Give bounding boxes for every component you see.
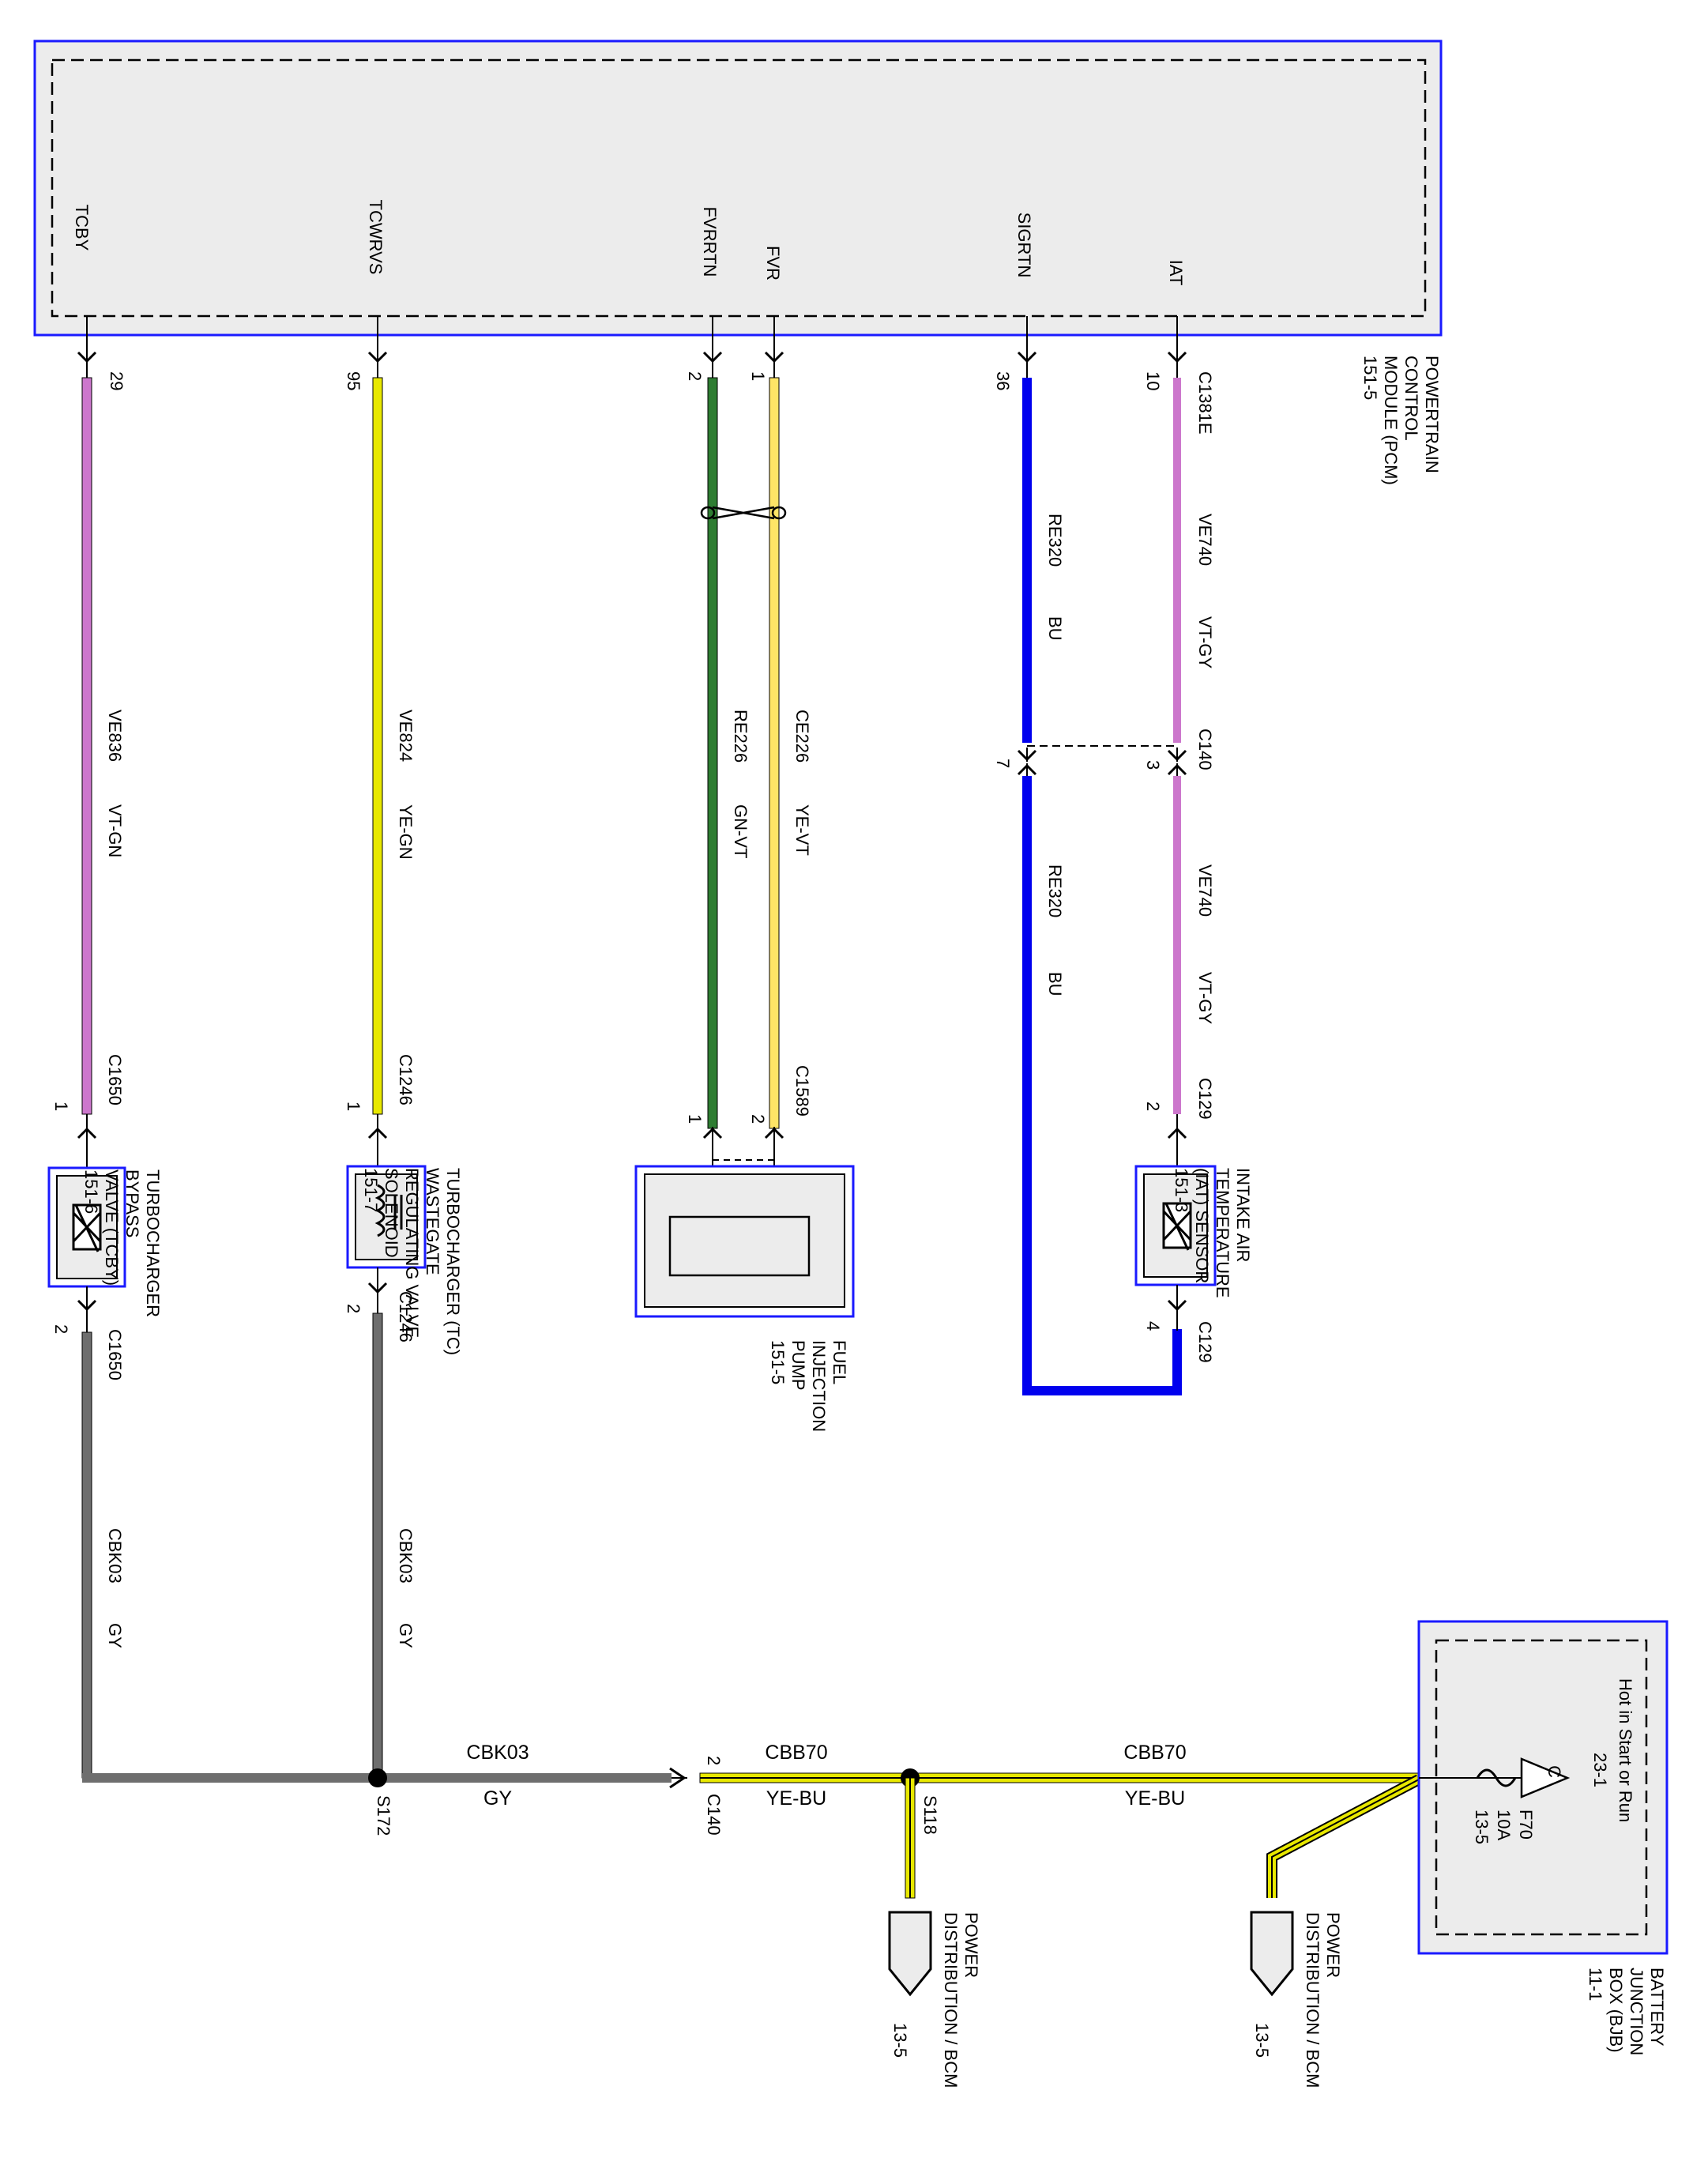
- power-distribution-connector-1: [888, 1911, 932, 1997]
- pin-name-tcwrvs: TCWRVS: [366, 200, 386, 275]
- pump-icon: [668, 1215, 811, 1277]
- tcwrvs-circuit: VE824: [396, 710, 416, 762]
- iat-wire-color-2: VT-GY: [1195, 972, 1215, 1024]
- iat-sensor-label: INTAKE AIRTEMPERATURE(IAT) SENSOR151-3: [1172, 1168, 1253, 1298]
- pin-name-iat: IAT: [1166, 260, 1186, 286]
- fvr-pin-dev: 2: [748, 1114, 768, 1124]
- fvr-pin-pcm: 1: [748, 371, 768, 381]
- ground-bus: [82, 1767, 687, 1789]
- ground-circuit-label: CBK03: [466, 1742, 529, 1764]
- tcby-wire-color: VT-GN: [105, 804, 125, 857]
- splice-s172: [368, 1768, 387, 1787]
- fvrrtn-wire-color: GN-VT: [731, 804, 751, 858]
- circuit-fvr: [713, 316, 784, 1217]
- circuit-fvrrtn: [702, 316, 723, 1217]
- pcm-module: [33, 40, 1443, 337]
- sigrtn-inline-pin: 7: [993, 759, 1013, 768]
- iat-circuit-2: VE740: [1195, 864, 1215, 917]
- battery-junction-box: [1417, 1620, 1668, 1955]
- power-distribution-connector-2: [1250, 1911, 1294, 1997]
- iat-wire-color: VT-GY: [1195, 616, 1215, 668]
- fvr-wire-color: YE-VT: [792, 804, 812, 856]
- splice-s118-label: S118: [920, 1795, 940, 1835]
- power-circuit-label-2: CBB70: [1123, 1742, 1186, 1764]
- tcwrvs-pin-b: 2: [344, 1304, 363, 1313]
- iat-circuit: VE740: [1195, 514, 1215, 566]
- sigrtn-circuit: RE320: [1045, 514, 1065, 567]
- circuit-sigrtn: [1017, 316, 1182, 1395]
- ground-color-label: GY: [483, 1787, 512, 1810]
- tcby-connector-b: C1650: [105, 1329, 125, 1380]
- circuit-tcwrvs: [346, 316, 427, 1779]
- power-distribution-ref-2: 13-5: [1252, 2023, 1272, 2058]
- tcby-ground-circuit: CBK03: [105, 1528, 125, 1584]
- tcby-pin-a: 1: [51, 1102, 71, 1111]
- tcwrv-device-label: TURBOCHARGER (TC)WASTEGATEREGULATING VAL…: [361, 1168, 463, 1355]
- power-color-label-2: YE-BU: [1125, 1787, 1185, 1810]
- solenoid-coil-icon: [374, 1184, 403, 1237]
- fuse-icon: [1476, 1768, 1517, 1787]
- circuit-iat: [1027, 316, 1217, 1331]
- pin-name-sigrtn: SIGRTN: [1014, 213, 1034, 278]
- pin-name-fvr: FVR: [763, 246, 783, 281]
- power-distribution-label-2: POWERDISTRIBUTION / BCM: [1303, 1912, 1343, 2088]
- power-circuit-label-1: CBB70: [765, 1742, 827, 1764]
- c140-pin: 2: [704, 1756, 724, 1765]
- tcwrvs-pin-pcm: 95: [344, 371, 363, 390]
- pin-name-fvrrtn: FVRRTN: [700, 207, 720, 277]
- tcby-device-label: TURBOCHARGERBYPASSVALVE (TCBY)151-6: [81, 1169, 163, 1317]
- sigrtn-wire-color-2: BU: [1045, 972, 1065, 996]
- fip-device-label: FUELINJECTIONPUMP151-5: [768, 1340, 849, 1432]
- circuit-tcby: [47, 316, 126, 1779]
- pcm-name: POWERTRAINCONTROLMODULE (PCM)151-5: [1360, 356, 1442, 485]
- iat-pin-pcm: 10: [1143, 371, 1163, 390]
- iat-pcm-connector: C1381E: [1195, 371, 1215, 435]
- fuse-label: F70: [1516, 1810, 1536, 1840]
- fvrrtn-circuit: RE226: [731, 710, 751, 763]
- tcwrvs-ground-circuit: CBK03: [396, 1528, 416, 1584]
- pin-name-tcby: TCBY: [72, 205, 92, 251]
- pcm-name-group: POWERTRAINCONTROLMODULE (PCM)151-5: [1360, 356, 1442, 485]
- fuel-injection-pump-box: [634, 1165, 855, 1318]
- c140-connector: C140: [704, 1794, 724, 1836]
- hot-ref: 23-1: [1590, 1753, 1610, 1787]
- sigrtn-wire-color: BU: [1045, 616, 1065, 641]
- fvrrtn-pin-pcm: 2: [685, 371, 705, 381]
- sigrtn-circuit-2: RE320: [1045, 864, 1065, 917]
- hot-label: Hot in Start or Run: [1616, 1678, 1635, 1822]
- hot-in-start-run-icon: [1520, 1757, 1571, 1798]
- power-color-label-1: YE-BU: [766, 1787, 826, 1810]
- power-distribution-ref-1: 13-5: [890, 2023, 910, 2058]
- iat-dev-pin-b: 4: [1143, 1321, 1163, 1331]
- tcwrvs-ground-color: GY: [396, 1623, 416, 1648]
- tcwrvs-wire-color: YE-GN: [396, 804, 416, 860]
- fuse-amps: 10A: [1494, 1810, 1514, 1840]
- hot-symbol: C: [1544, 1765, 1564, 1778]
- tcby-circuit: VE836: [105, 710, 125, 762]
- iat-dev-connector-b: C129: [1195, 1321, 1215, 1363]
- power-distribution-label-1: POWERDISTRIBUTION / BCM: [941, 1912, 981, 2088]
- tcwrvs-connector: C1246: [396, 1054, 416, 1105]
- tcwrvs-pin-a: 1: [344, 1102, 363, 1111]
- iat-inline-pin: 3: [1143, 760, 1163, 770]
- tcwrvs-connector-b: C1246: [396, 1291, 416, 1343]
- bjb-label: BATTERYJUNCTIONBOX (BJB)11-1: [1586, 1968, 1667, 2055]
- splice-s172-label: S172: [374, 1795, 393, 1836]
- twisted-pair-icon: [700, 506, 787, 520]
- fvr-connector: C1589: [792, 1065, 812, 1117]
- sigrtn-pin-pcm: 36: [993, 371, 1013, 390]
- fvr-circuit: CE226: [792, 710, 812, 763]
- tcby-pin-pcm: 29: [107, 371, 126, 390]
- fuse-ref: 13-5: [1472, 1810, 1492, 1844]
- tcby-ground-color: GY: [105, 1623, 125, 1648]
- fvrrtn-pin-dev: 1: [685, 1114, 705, 1124]
- iat-dev-pin-a: 2: [1143, 1102, 1163, 1111]
- tcby-connector: C1650: [105, 1054, 125, 1105]
- iat-inline-connector: C140: [1195, 729, 1215, 770]
- tcby-pin-b: 2: [51, 1324, 71, 1334]
- iat-dev-connector-a: C129: [1195, 1078, 1215, 1120]
